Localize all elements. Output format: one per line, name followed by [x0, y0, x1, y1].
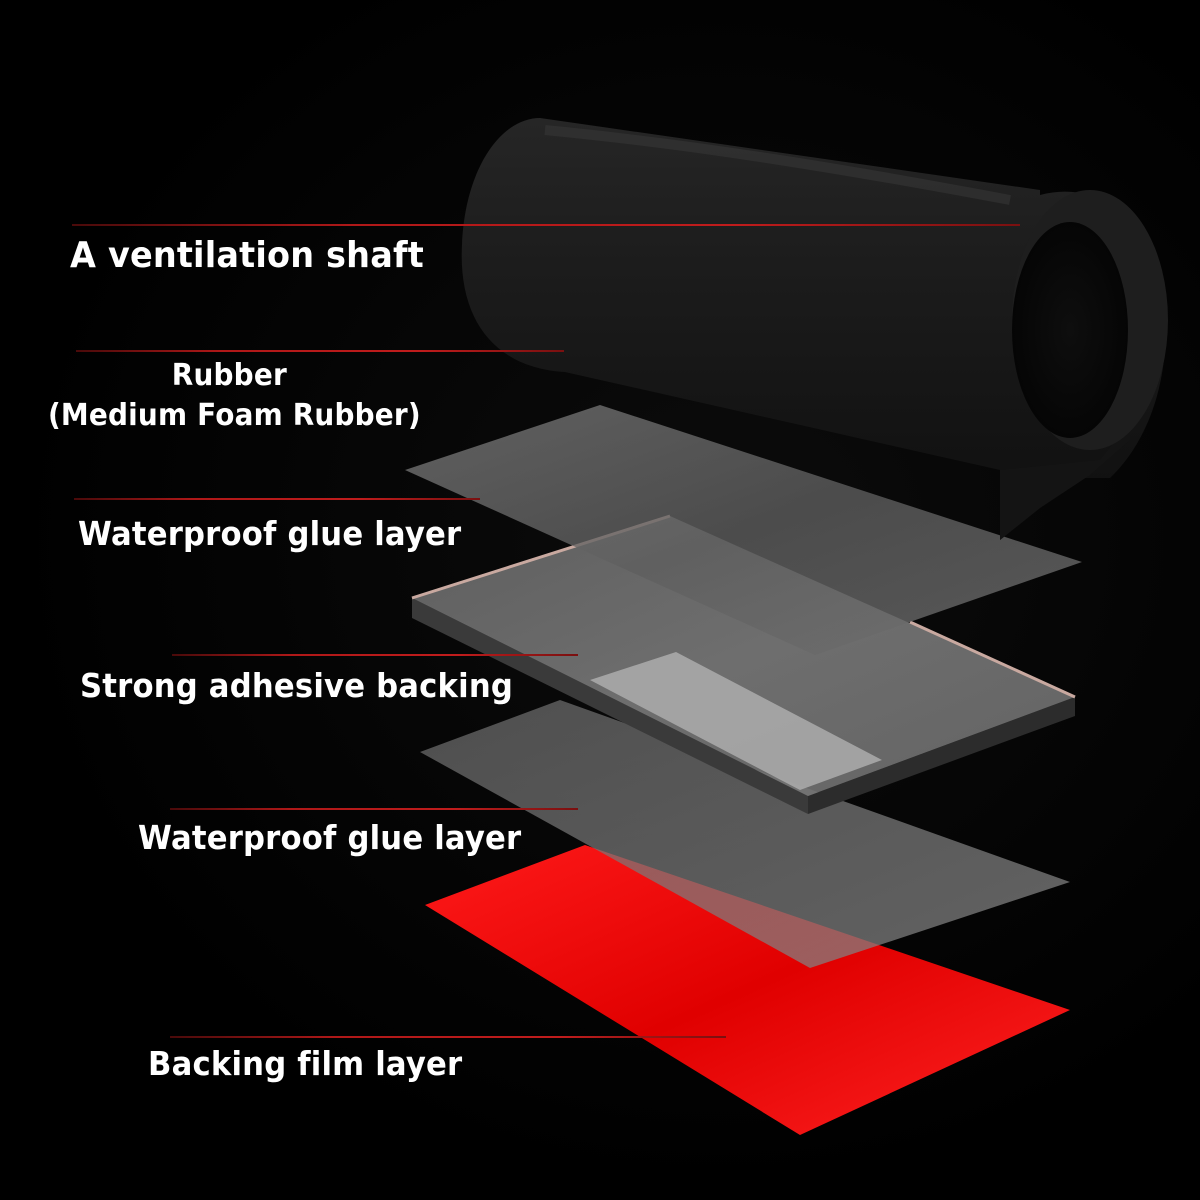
rubber-tube: [461, 118, 1168, 540]
label-waterproof-glue-upper: Waterproof glue layer: [78, 514, 462, 553]
leader-line-rubber: [76, 350, 564, 352]
adhesive-plate-top: [412, 516, 1075, 796]
label-ventilation-shaft: A ventilation shaft: [70, 235, 424, 276]
adhesive-plate-side: [412, 598, 808, 814]
adhesive-plate-highlight: [590, 652, 882, 790]
lower-glue-sheet: [420, 700, 1070, 968]
label-rubber-line1: Rubber: [171, 358, 287, 393]
leader-line-film: [170, 1036, 726, 1038]
backing-film-sheet: [425, 845, 1070, 1135]
leader-line-shaft: [72, 224, 1020, 226]
upper-glue-sheet: [405, 405, 1082, 655]
adhesive-plate-edge-right: [909, 620, 1076, 699]
leader-line-glue1: [74, 498, 480, 500]
label-waterproof-glue-lower: Waterproof glue layer: [138, 818, 522, 857]
label-rubber-line2: (Medium Foam Rubber): [48, 398, 421, 433]
leader-line-adhesive: [172, 654, 578, 656]
leader-line-glue2: [170, 808, 578, 810]
label-backing-film: Backing film layer: [148, 1044, 463, 1083]
label-rubber: Rubber (Medium Foam Rubber): [48, 356, 421, 436]
label-strong-adhesive: Strong adhesive backing: [80, 666, 514, 705]
adhesive-plate-side-right: [808, 697, 1075, 814]
tube-opening: [1012, 222, 1128, 438]
